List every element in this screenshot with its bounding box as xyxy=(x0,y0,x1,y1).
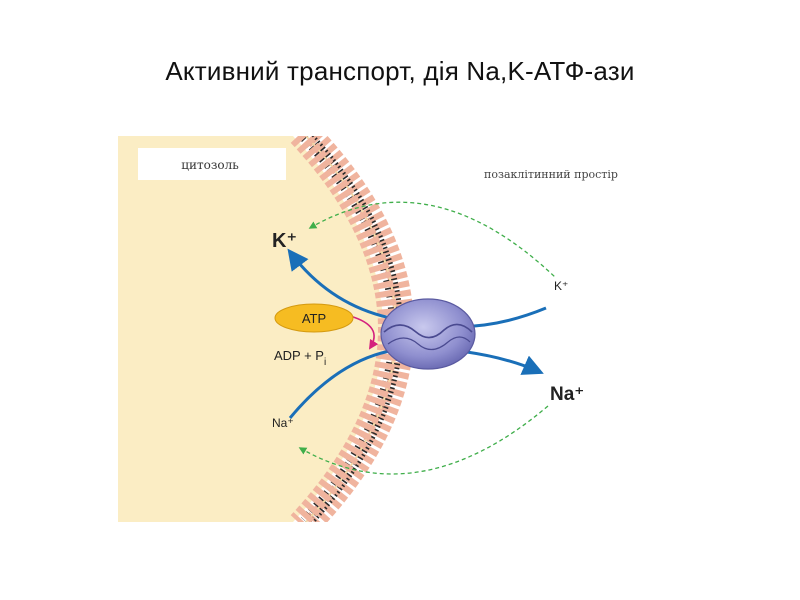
pump-channel-lower xyxy=(387,336,471,351)
atp-molecule xyxy=(274,303,354,333)
slide-title: Активний транспорт, дія Na,K-АТФ-ази xyxy=(165,56,635,86)
na-inside-label: Na⁺ xyxy=(272,416,294,430)
na-outside-label: Na⁺ xyxy=(550,384,584,405)
atp-hydrolysis-arrow xyxy=(349,315,379,350)
na-k-pump-diagram: цитозоль позаклітинний простір ATP ADP +… xyxy=(118,136,618,522)
pump-channel xyxy=(383,323,473,339)
k-outside-label: K⁺ xyxy=(554,279,568,293)
cytosol-label: цитозоль xyxy=(181,158,239,172)
extracellular-label: позаклітинний простір xyxy=(484,168,618,181)
adp-label: ADP + P xyxy=(274,348,324,363)
adp-pi-label: ADP + Pi xyxy=(274,348,326,368)
na-k-atpase-pump xyxy=(380,298,476,370)
k-inside-label: K⁺ xyxy=(272,230,297,252)
pi-subscript: i xyxy=(324,357,326,368)
atp-label: ATP xyxy=(302,311,326,326)
cytosol-label-box xyxy=(138,148,286,180)
cytosol-region xyxy=(118,136,383,522)
k-recycle-arrow xyxy=(308,201,557,279)
